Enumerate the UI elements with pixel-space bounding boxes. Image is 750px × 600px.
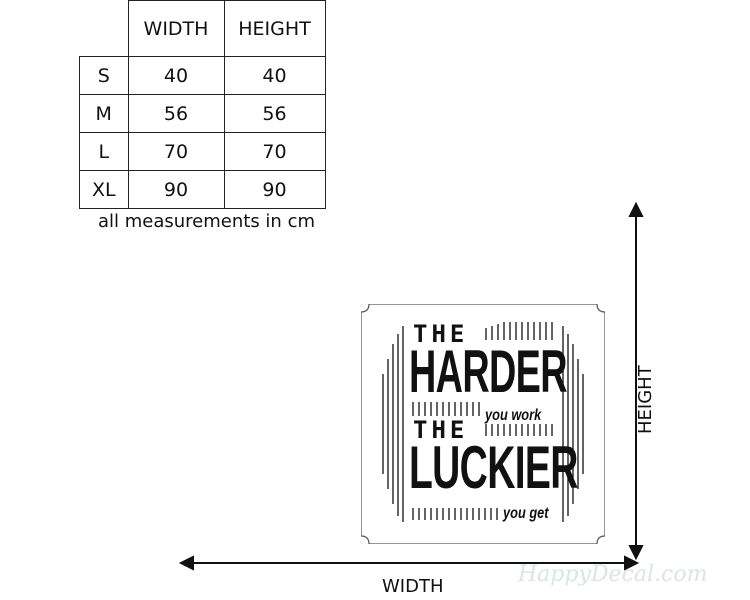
height-cell: 90 — [223, 170, 326, 209]
decal-text-you-get: you get — [503, 505, 549, 522]
decal-text-the-1: THE — [413, 320, 469, 348]
height-cell: 40 — [223, 56, 326, 95]
table-corner-cell — [79, 0, 129, 57]
height-cell: 56 — [223, 94, 326, 133]
width-cell: 90 — [127, 170, 225, 209]
height-arrow-top-head — [628, 201, 644, 217]
width-cell: 56 — [127, 94, 225, 133]
column-header-height: HEIGHT — [223, 0, 326, 57]
measurement-unit-caption: all measurements in cm — [98, 211, 315, 232]
table-row: XL 90 90 — [79, 170, 326, 209]
height-label: HEIGHT — [635, 365, 656, 434]
size-table: WIDTH HEIGHT S 40 40 M 56 56 L 70 70 XL … — [79, 0, 326, 209]
decal-text-harder: HARDER — [409, 338, 568, 405]
table-row: M 56 56 — [79, 94, 326, 133]
decal-text-you-work: you work — [485, 407, 542, 424]
table-row: L 70 70 — [79, 132, 326, 171]
width-label: WIDTH — [382, 576, 444, 597]
decal-text-the-2: THE — [413, 416, 469, 444]
size-cell: XL — [79, 170, 129, 209]
table-header-row: WIDTH HEIGHT — [79, 0, 326, 57]
width-arrow-right-head — [624, 555, 640, 571]
size-cell: M — [79, 94, 129, 133]
width-cell: 70 — [127, 132, 225, 171]
width-cell: 40 — [127, 56, 225, 95]
width-arrow-left-head — [178, 555, 194, 571]
height-arrow-bottom-head — [628, 545, 644, 561]
decal-preview: THE HARDER you work THE LUCKIER you get — [361, 304, 605, 544]
decal-frame — [361, 304, 605, 544]
height-cell: 70 — [223, 132, 326, 171]
decorative-stripes — [382, 322, 584, 522]
watermark: HappyDecal.com — [518, 562, 708, 587]
table-row: S 40 40 — [79, 56, 326, 95]
decal-text-luckier: LUCKIER — [409, 434, 578, 501]
